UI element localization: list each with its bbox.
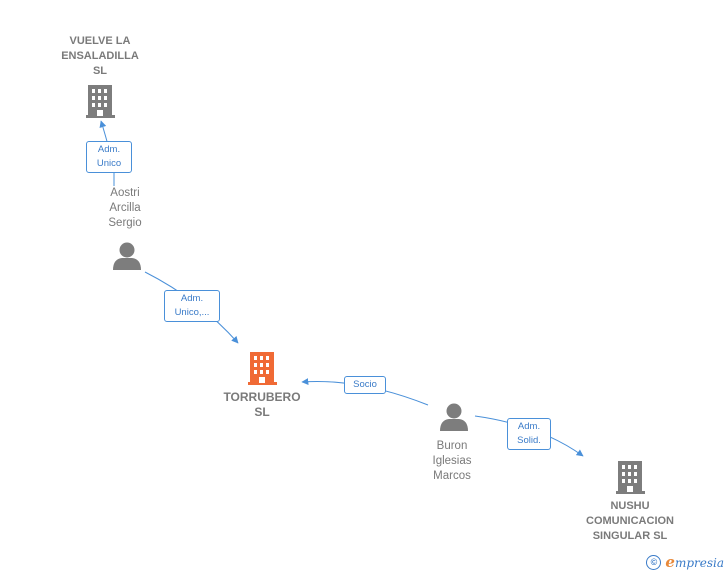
label-line: Buron	[436, 440, 468, 452]
edge-label-line: Socio	[353, 379, 377, 390]
label-line: SINGULAR SL	[592, 530, 668, 542]
label-line: VUELVE LA	[69, 35, 131, 47]
label-line: Sergio	[108, 217, 142, 229]
edge-label-buron-nushu[interactable]: Adm. Solid.	[507, 418, 551, 450]
node-aostri-label[interactable]: Aostri Arcilla Sergio	[85, 186, 165, 231]
copyright-icon: ©	[646, 554, 662, 570]
edge-label-line: Unico	[96, 158, 122, 169]
edge-label-line: Unico,...	[174, 307, 210, 318]
label-line: Marcos	[433, 470, 471, 482]
label-line: COMUNICACION	[586, 515, 674, 527]
node-buron-label[interactable]: Buron Iglesias Marcos	[412, 439, 492, 484]
building-icon	[86, 85, 115, 118]
edge-label-line: Adm.	[180, 293, 204, 304]
edge-label-line: Solid.	[517, 435, 541, 446]
label-line: SL	[254, 405, 270, 419]
footer-brand[interactable]: © empresia	[646, 553, 724, 571]
brand-name: mpresia	[674, 556, 724, 570]
edge-label-aostri-torrubero[interactable]: Adm. Unico,...	[164, 290, 220, 322]
edge-label-aostri-vuelve[interactable]: Adm. Unico	[86, 141, 132, 173]
brand-initial: e	[665, 553, 675, 571]
edge-label-buron-torrubero[interactable]: Socio	[344, 376, 386, 394]
node-torrubero-label[interactable]: TORRUBERO SL	[202, 390, 322, 420]
label-line: NUSHU	[610, 500, 650, 512]
brand-logo: empresia	[665, 553, 724, 571]
node-vuelve-label[interactable]: VUELVE LA ENSALADILLA SL	[40, 34, 160, 79]
edge-label-line: Adm.	[97, 144, 121, 155]
label-line: Aostri	[110, 187, 140, 199]
label-line: TORRUBERO	[223, 390, 301, 404]
label-line: ENSALADILLA	[61, 50, 139, 62]
edge-label-line: Adm.	[517, 421, 541, 432]
label-line: Iglesias	[432, 455, 472, 467]
label-line: Arcilla	[109, 202, 141, 214]
building-icon	[248, 352, 277, 385]
person-icon	[440, 403, 468, 431]
label-line: SL	[92, 65, 108, 77]
node-nushu-label[interactable]: NUSHU COMUNICACION SINGULAR SL	[568, 499, 692, 544]
person-icon	[113, 242, 141, 270]
building-icon	[616, 461, 645, 494]
